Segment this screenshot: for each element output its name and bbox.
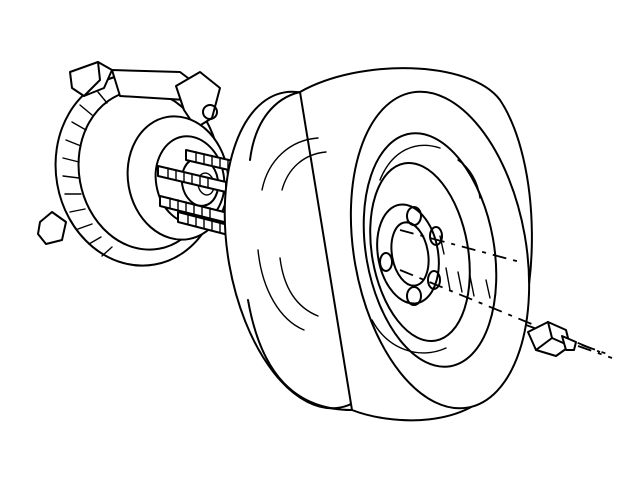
wheel-pilot-bore	[390, 221, 430, 287]
wheel-rim-outer	[362, 132, 498, 368]
lug-hole	[427, 270, 441, 290]
assembly-axis-front	[399, 229, 601, 353]
lug-hole	[406, 286, 422, 306]
lug-hole	[379, 252, 393, 272]
lug-hole	[429, 226, 443, 246]
rotor-hub-assembly	[37, 61, 230, 267]
tire-and-wheel	[223, 67, 533, 422]
caliper-mount-bottom	[37, 211, 67, 245]
lug-nut	[527, 321, 613, 359]
tire-front-sidewall	[349, 90, 531, 410]
wheel-rim-inner	[369, 161, 471, 343]
lug-hole	[406, 206, 422, 226]
rim-hatch-marks	[439, 235, 491, 299]
